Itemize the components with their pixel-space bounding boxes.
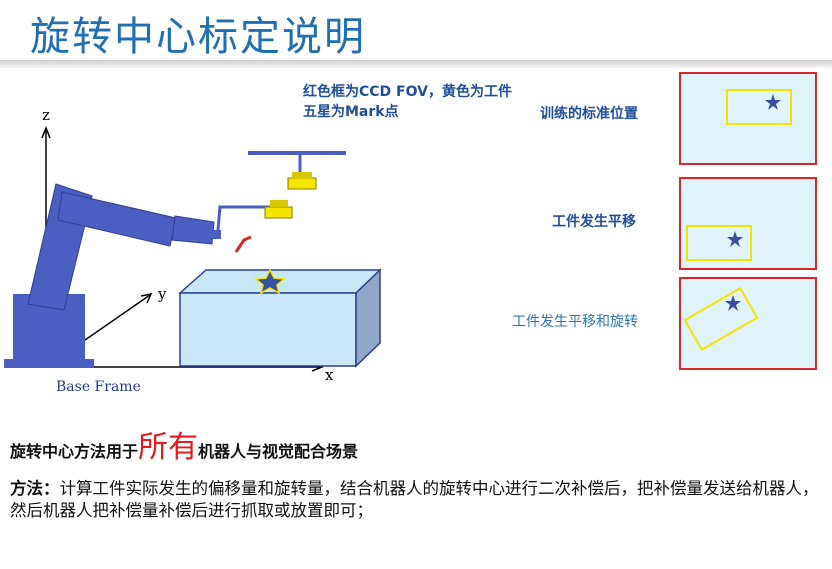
usage-emphasis: 所有	[138, 430, 199, 465]
arm-camera-icon	[264, 206, 293, 219]
gripper-icon	[234, 235, 252, 253]
method-text: 计算工件实际发生的偏移量和旋转量，结合机器人的旋转中心进行二次补偿后，把补偿量发…	[10, 479, 819, 520]
fov-rotation-graphic	[683, 286, 759, 352]
title-divider	[0, 60, 832, 68]
fov-panel-translation	[679, 177, 817, 270]
fov-panel-rotation	[679, 277, 817, 370]
usage-suffix: 机器人与视觉配合场景	[198, 442, 359, 461]
robot-base-plate	[4, 359, 94, 368]
fov-panel-standard	[679, 72, 817, 165]
workpiece-front	[179, 292, 357, 367]
workpiece-side	[355, 268, 381, 368]
fov-legend-note: 红色框为CCD FOV，黄色为工件 五星为Mark点	[303, 82, 512, 122]
fixed-camera-body	[292, 172, 312, 179]
fov-translation-graphic	[686, 225, 752, 261]
workpiece-box	[683, 286, 759, 352]
fov-legend-line1: 红色框为CCD FOV，黄色为工件	[303, 84, 512, 100]
base-frame-label: Base Frame	[56, 379, 141, 395]
fov-legend-line2: 五星为Mark点	[303, 104, 399, 120]
camera-arm	[216, 205, 270, 231]
y-axis-label: y	[158, 285, 167, 303]
x-axis-label: x	[325, 366, 334, 384]
mark-star-icon	[765, 94, 781, 110]
robot-diagram	[4, 125, 382, 372]
fixed-camera-icon	[287, 177, 317, 190]
translation-rotation-label: 工件发生平移和旋转	[512, 314, 638, 330]
usage-prefix: 旋转中心方法用于	[10, 442, 139, 461]
standard-position-label: 训练的标准位置	[540, 106, 638, 122]
translation-label: 工件发生平移	[552, 214, 636, 230]
fov-standard-graphic	[726, 89, 792, 125]
robot-wrist	[212, 230, 221, 239]
robot-forearm	[171, 215, 215, 245]
workpiece-box	[686, 225, 752, 261]
arm-camera-body	[270, 200, 288, 207]
method-paragraph: 方法：计算工件实际发生的偏移量和旋转量，结合机器人的旋转中心进行二次补偿后，把补…	[10, 478, 822, 522]
robot-upper-arm	[57, 191, 177, 247]
method-label: 方法：	[10, 479, 60, 498]
mark-star-icon	[254, 268, 286, 295]
z-axis-label: z	[42, 106, 50, 124]
usage-statement: 旋转中心方法用于所有机器人与视觉配合场景	[10, 422, 358, 466]
page-title: 旋转中心标定说明	[30, 14, 366, 60]
mark-star-icon	[727, 231, 743, 247]
mark-star-icon	[725, 295, 741, 311]
workpiece-box	[726, 89, 792, 125]
